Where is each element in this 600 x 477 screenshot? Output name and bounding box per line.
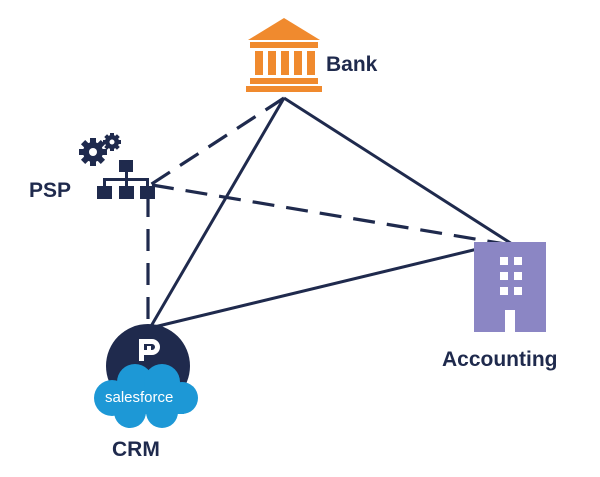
connection-bank-crm — [148, 97, 286, 329]
accounting-label: Accounting — [442, 348, 558, 371]
bank-building-icon — [246, 18, 322, 92]
salesforce-logo-text: salesforce — [105, 389, 173, 406]
node-accounting: Accounting — [442, 242, 558, 371]
salesforce-cloud-icon — [94, 364, 198, 428]
node-psp: PSP — [29, 133, 155, 202]
bank-label: Bank — [326, 53, 378, 76]
connections — [146, 96, 513, 330]
connection-bank-psp — [149, 96, 285, 187]
connection-psp-accounting — [151, 183, 506, 246]
psp-label: PSP — [29, 179, 71, 202]
node-bank: Bank — [246, 18, 378, 92]
crm-brand-mark-icon — [139, 339, 160, 361]
connection-crm-accounting — [149, 244, 491, 330]
crm-label: CRM — [112, 438, 160, 461]
node-crm: salesforce CRM — [94, 324, 198, 461]
connection-bank-accounting — [283, 96, 513, 246]
network-gear-icon — [79, 133, 155, 199]
office-building-icon — [474, 242, 546, 332]
